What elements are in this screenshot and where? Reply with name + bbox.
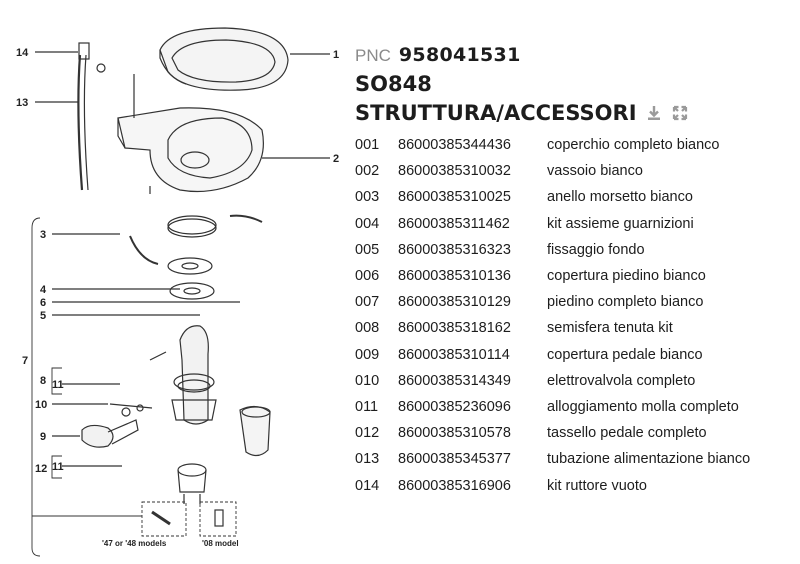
- list-item[interactable]: 012 86000385310578 tassello pedale complet…: [355, 420, 795, 446]
- list-item[interactable]: 011 86000385236096 alloggiamento molla com…: [355, 394, 795, 420]
- part-number: 009: [355, 346, 380, 363]
- part-code: 86000385318162: [398, 320, 511, 337]
- list-item[interactable]: 008 86000385318162 semisfera tenuta kit: [355, 315, 795, 341]
- parts-list: 001 86000385344436 coperchio completo bian…: [355, 132, 795, 499]
- exploded-parts-diagram: 1 2 3 4 5 6 7 8 9 10 11 11 12 13 14 '47 …: [0, 0, 345, 564]
- pnc-label: PNC: [355, 46, 391, 65]
- callout-11-upper: 11: [52, 379, 64, 391]
- list-item[interactable]: 013 86000385345377 tubazione alimentazione…: [355, 446, 795, 472]
- part-code: 86000385311462: [398, 215, 510, 232]
- section-header: STRUTTURA/ACCESSORI: [355, 98, 795, 128]
- callout-2: 2: [333, 153, 339, 165]
- callout-4: 4: [40, 284, 47, 296]
- part-description: anello morsetto bianco: [547, 189, 693, 206]
- list-item[interactable]: 014 86000385316906 kit ruttore vuoto: [355, 472, 795, 498]
- part-code: 86000385310578: [398, 425, 511, 442]
- part-code: 86000385310025: [398, 189, 511, 206]
- part-number: 006: [355, 268, 380, 285]
- part-number: 004: [355, 215, 380, 232]
- part-number: 005: [355, 241, 380, 258]
- callout-10: 10: [35, 399, 47, 411]
- part-description: piedino completo bianco: [547, 294, 704, 311]
- callout-8: 8: [40, 375, 46, 387]
- callout-14: 14: [16, 47, 29, 59]
- list-item[interactable]: 003 86000385310025 anello morsetto bianco: [355, 184, 795, 210]
- callout-12: 12: [35, 463, 47, 475]
- list-item[interactable]: 004 86000385311462 kit assieme guarnizioni: [355, 211, 795, 237]
- part-code: 86000385316323: [398, 241, 511, 258]
- part-number: 013: [355, 451, 380, 468]
- part-code: 86000385310114: [398, 346, 510, 363]
- part-description: tubazione alimentazione bianco: [547, 451, 751, 468]
- part-code: 86000385316906: [398, 477, 511, 494]
- part-description: fissaggio fondo: [547, 241, 645, 258]
- part-code: 86000385345377: [398, 451, 511, 468]
- part-code: 86000385310032: [398, 163, 511, 180]
- part-number: 010: [355, 372, 380, 389]
- part-number: 003: [355, 189, 380, 206]
- part-number: 008: [355, 320, 380, 337]
- part-description: kit ruttore vuoto: [547, 477, 647, 494]
- list-item[interactable]: 002 86000385310032 vassoio bianco: [355, 158, 795, 184]
- part-code: 86000385236096: [398, 398, 511, 415]
- part-description: copertura piedino bianco: [547, 268, 706, 285]
- list-item[interactable]: 009 86000385310114 copertura pedale bianco: [355, 342, 795, 368]
- caption-47-48-models: '47 or '48 models: [102, 539, 167, 548]
- callout-6: 6: [40, 297, 46, 309]
- list-item[interactable]: 007 86000385310129 piedino completo bianco: [355, 289, 795, 315]
- part-description: semisfera tenuta kit: [547, 320, 673, 337]
- part-description: tassello pedale completo: [547, 425, 707, 442]
- list-item[interactable]: 005 86000385316323 fissaggio fondo: [355, 237, 795, 263]
- list-item[interactable]: 006 86000385310136 copertura piedino bianc…: [355, 263, 795, 289]
- part-description: alloggiamento molla completo: [547, 398, 739, 415]
- callout-9: 9: [40, 431, 46, 443]
- part-number: 011: [355, 398, 379, 415]
- section-title: STRUTTURA/ACCESSORI: [355, 101, 637, 125]
- part-code: 86000385310129: [398, 294, 511, 311]
- part-description: vassoio bianco: [547, 163, 643, 180]
- caption-08-model: '08 model: [202, 539, 239, 548]
- expand-icon[interactable]: [671, 104, 689, 122]
- list-item[interactable]: 010 86000385314349 elettrovalvola completo: [355, 368, 795, 394]
- part-description: coperchio completo bianco: [547, 137, 720, 154]
- pnc-row: PNC 958041531: [355, 44, 795, 70]
- model-title: SO848: [355, 72, 432, 96]
- part-number: 007: [355, 294, 380, 311]
- part-code: 86000385344436: [398, 137, 511, 154]
- callout-11-lower: 11: [52, 461, 64, 473]
- part-description: kit assieme guarnizioni: [547, 215, 694, 232]
- part-number: 014: [355, 477, 380, 494]
- part-code: 86000385314349: [398, 372, 511, 389]
- part-code: 86000385310136: [398, 268, 511, 285]
- callout-3: 3: [40, 229, 46, 241]
- callout-7: 7: [22, 355, 28, 367]
- callout-13: 13: [16, 97, 28, 109]
- callout-1: 1: [333, 49, 339, 61]
- list-item[interactable]: 001 86000385344436 coperchio completo bian…: [355, 132, 795, 158]
- part-description: elettrovalvola completo: [547, 372, 696, 389]
- download-icon[interactable]: [645, 104, 663, 122]
- part-number: 001: [355, 137, 380, 154]
- part-description: copertura pedale bianco: [547, 346, 703, 363]
- pnc-value: 958041531: [398, 44, 521, 66]
- part-number: 002: [355, 163, 380, 180]
- callout-5: 5: [40, 310, 46, 322]
- part-number: 012: [355, 425, 380, 442]
- diagram-svg: 1 2 3 4 5 6 7 8 9 10 11 11 12 13 14 '47 …: [16, 27, 339, 557]
- parts-info-panel: PNC 958041531 SO848 STRUTTURA/ACCESSORI …: [355, 44, 795, 499]
